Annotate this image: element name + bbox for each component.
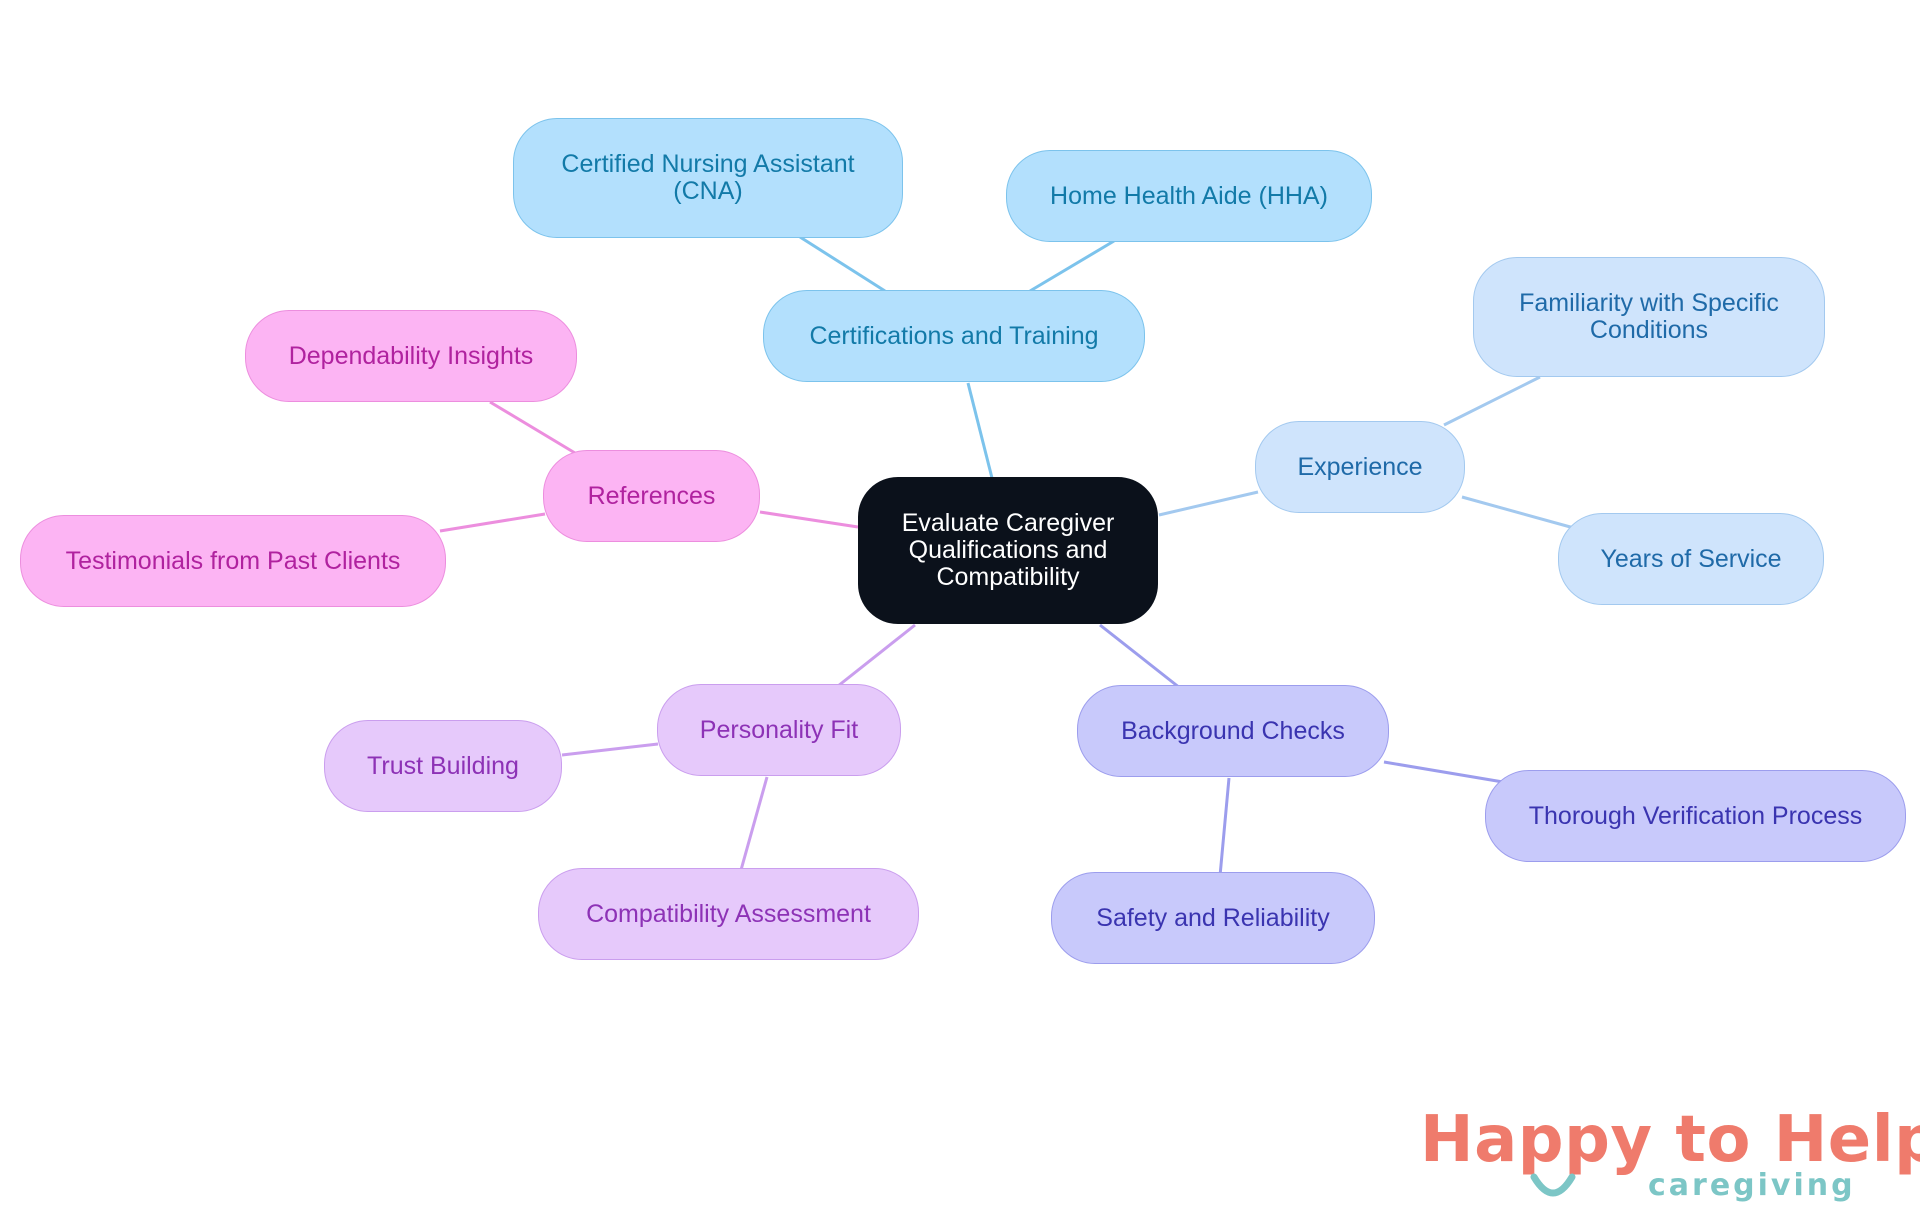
- node-references-label: References: [587, 481, 716, 510]
- node-references[interactable]: References: [543, 450, 760, 542]
- node-experience-label: Experience: [1297, 452, 1423, 481]
- node-hha-label: Home Health Aide (HHA): [1050, 181, 1328, 210]
- edge-root-exp: [1158, 490, 1259, 517]
- edge-cert-cna: [799, 235, 886, 293]
- edge-root-refs: [759, 510, 859, 529]
- smile-icon: [1530, 1173, 1576, 1197]
- node-safety-and-reliability[interactable]: Safety and Reliability: [1051, 872, 1375, 964]
- edge-pers-compat: [739, 776, 769, 871]
- node-background-checks[interactable]: Background Checks: [1077, 685, 1389, 777]
- edge-pers-trust: [561, 742, 659, 757]
- logo: Happy to Help caregiving: [1420, 1105, 1920, 1205]
- node-familiarity-line-2: Conditions: [1589, 316, 1709, 344]
- edge-bg-tvp: [1383, 760, 1504, 784]
- node-experience[interactable]: Experience: [1255, 421, 1465, 513]
- root-node-line-2: Qualifications and: [908, 536, 1108, 564]
- node-safety-and-reliability-label: Safety and Reliability: [1096, 903, 1330, 932]
- node-trust-building[interactable]: Trust Building: [324, 720, 562, 812]
- node-dependability-insights-label: Dependability Insights: [288, 341, 534, 370]
- edge-refs-dep: [489, 400, 576, 455]
- node-home-health-aide[interactable]: Home Health Aide (HHA): [1006, 150, 1372, 242]
- edge-bg-saf: [1218, 777, 1231, 877]
- node-trust-building-label: Trust Building: [367, 751, 519, 780]
- node-compatibility-assessment[interactable]: Compatibility Assessment: [538, 868, 919, 960]
- node-years-of-service[interactable]: Years of Service: [1558, 513, 1824, 605]
- node-dependability-insights[interactable]: Dependability Insights: [245, 310, 577, 402]
- node-personality-fit-label: Personality Fit: [699, 715, 859, 744]
- node-cna-line-1: Certified Nursing Assistant: [561, 150, 855, 178]
- node-years-of-service-label: Years of Service: [1600, 544, 1782, 573]
- logo-tagline: caregiving: [1648, 1168, 1856, 1203]
- edge-exp-yrs: [1461, 495, 1575, 530]
- edge-root-cert: [966, 382, 994, 479]
- root-node[interactable]: Evaluate Caregiver Qualifications and Co…: [858, 477, 1158, 624]
- edge-refs-test: [439, 512, 546, 533]
- node-personality-fit[interactable]: Personality Fit: [657, 684, 901, 776]
- node-certified-nursing-assistant[interactable]: Certified Nursing Assistant (CNA): [513, 118, 903, 238]
- node-familiarity-line-1: Familiarity with Specific: [1519, 289, 1779, 317]
- node-compatibility-assessment-label: Compatibility Assessment: [586, 899, 871, 928]
- node-thorough-verification-label: Thorough Verification Process: [1528, 801, 1863, 830]
- root-node-line-1: Evaluate Caregiver: [901, 509, 1115, 537]
- edge-cert-hha: [1029, 239, 1115, 293]
- node-background-checks-label: Background Checks: [1121, 716, 1345, 745]
- node-certifications-and-training-label: Certifications and Training: [809, 321, 1099, 350]
- edge-root-bg: [1099, 623, 1181, 690]
- edge-exp-fam: [1443, 375, 1541, 427]
- node-testimonials-from-past-clients[interactable]: Testimonials from Past Clients: [20, 515, 446, 607]
- node-familiarity-with-specific-conditions[interactable]: Familiarity with Specific Conditions: [1473, 257, 1825, 377]
- edge-root-pers: [837, 623, 916, 688]
- node-certifications-and-training[interactable]: Certifications and Training: [763, 290, 1145, 382]
- node-testimonials-label: Testimonials from Past Clients: [65, 546, 401, 575]
- node-thorough-verification-process[interactable]: Thorough Verification Process: [1485, 770, 1906, 862]
- node-cna-line-2: (CNA): [673, 177, 743, 205]
- logo-wordmark: Happy to Help: [1420, 1103, 1920, 1177]
- root-node-line-3: Compatibility: [936, 563, 1080, 591]
